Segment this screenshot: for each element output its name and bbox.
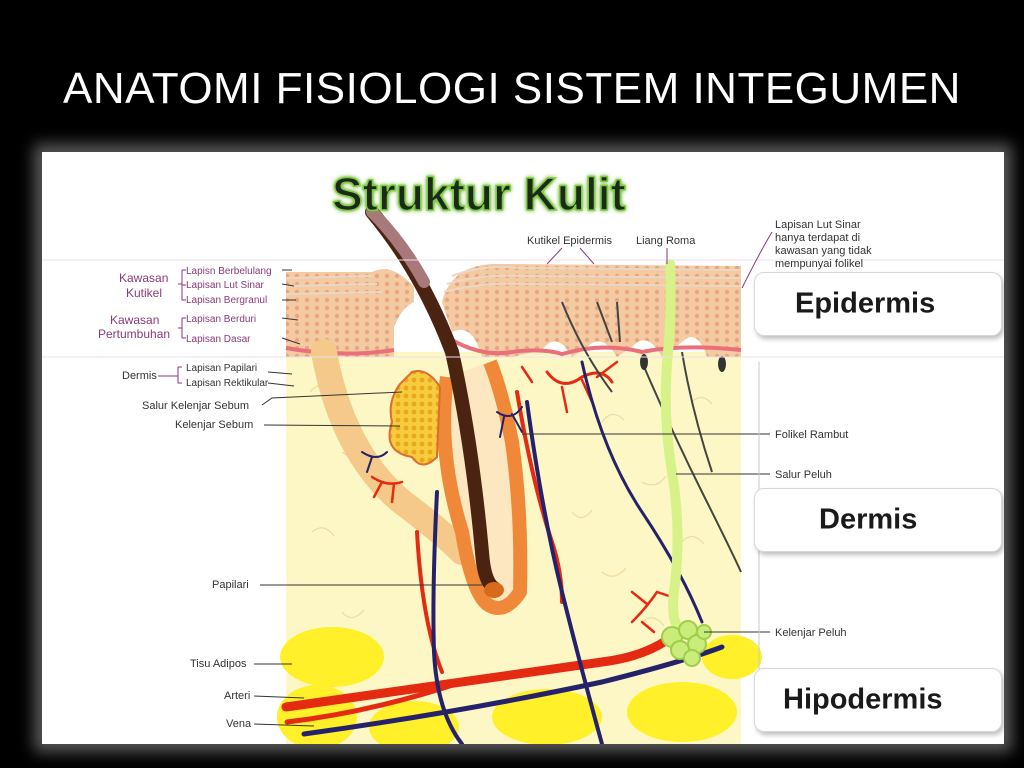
layer-label-hipodermis: Hipodermis bbox=[783, 683, 943, 716]
label-folikel-rambut: Folikel Rambut bbox=[775, 429, 848, 441]
top-label-leaders bbox=[546, 231, 773, 289]
sebaceous-gland bbox=[388, 370, 442, 466]
layer-panel-hipodermis: Hipodermis bbox=[754, 668, 1002, 732]
layer-panel-dermis: Dermis bbox=[754, 488, 1002, 552]
label-vena: Vena bbox=[226, 718, 252, 730]
label-lapisan-bergranul: Lapisan Bergranul bbox=[186, 295, 267, 306]
layer-label-epidermis: Epidermis bbox=[795, 287, 936, 320]
label-tisu-adipos: Tisu Adipos bbox=[190, 658, 247, 670]
label-lapisan-dasar: Lapisan Dasar bbox=[186, 334, 251, 345]
label-lapisan-rektikular: Lapisan Rektikular bbox=[186, 378, 269, 389]
papilla-bulb bbox=[484, 582, 504, 598]
label-lapisan-berbelulang: Lapisn Berbelulang bbox=[186, 266, 272, 277]
group-kawasan-pertumbuhan-1: Kawasan bbox=[110, 313, 159, 327]
label-kutikel-epidermis: Kutikel Epidermis bbox=[527, 235, 612, 247]
label-lapisan-papilari: Lapisan Papilari bbox=[186, 363, 257, 374]
note-line-3: kawasan yang tidak bbox=[775, 245, 872, 257]
layer-label-dermis: Dermis bbox=[819, 503, 918, 536]
label-lapisan-lut-sinar: Lapisan Lut Sinar bbox=[186, 280, 265, 291]
label-arteri: Arteri bbox=[224, 690, 250, 702]
layer-panel-epidermis: Epidermis bbox=[754, 272, 1002, 336]
epidermis-layer bbox=[286, 269, 414, 357]
label-kelenjar-sebum: Kelenjar Sebum bbox=[175, 419, 253, 431]
label-salur-peluh: Salur Peluh bbox=[775, 469, 832, 481]
group-kawasan-kutikel-2: Kutikel bbox=[126, 286, 162, 300]
diagram-title: Struktur Kulit bbox=[332, 168, 626, 220]
skin-structure-diagram: Struktur Kulit Kutikel Epidermis Liang R… bbox=[42, 152, 1004, 744]
sweat-gland bbox=[661, 620, 712, 667]
sebaceous-duct bbox=[311, 339, 475, 565]
group-dermis: Dermis bbox=[122, 370, 157, 382]
label-kelenjar-peluh: Kelenjar Peluh bbox=[775, 627, 847, 639]
receptors bbox=[640, 354, 726, 372]
hair-shaft-tip bbox=[366, 206, 430, 288]
note-line-2: hanya terdapat di bbox=[775, 232, 860, 244]
note-line-1: Lapisan Lut Sinar bbox=[775, 219, 861, 231]
label-salur-kelenjar-sebum: Salur Kelenjar Sebum bbox=[142, 400, 249, 412]
note-line-4: mempunyai folikel bbox=[775, 258, 863, 270]
skin-illustration: Struktur Kulit Kutikel Epidermis Liang R… bbox=[42, 167, 1004, 744]
group-kawasan-kutikel-1: Kawasan bbox=[119, 271, 168, 285]
basal-layer-line bbox=[285, 346, 395, 356]
basal-layer-line-right bbox=[451, 338, 742, 357]
label-liang-roma: Liang Roma bbox=[636, 235, 696, 247]
label-lapisan-berduri: Lapisan Berduri bbox=[186, 314, 256, 325]
stratum-corneum bbox=[285, 266, 742, 295]
group-kawasan-pertumbuhan-2: Pertumbuhan bbox=[98, 327, 170, 341]
nerve-fibers bbox=[561, 301, 742, 573]
sweat-duct bbox=[660, 259, 687, 637]
label-papilari: Papilari bbox=[212, 579, 249, 591]
left-leaders bbox=[253, 269, 482, 727]
slide-title: ANATOMI FISIOLOGI SISTEM INTEGUMEN bbox=[63, 64, 961, 113]
left-brackets bbox=[158, 269, 186, 384]
